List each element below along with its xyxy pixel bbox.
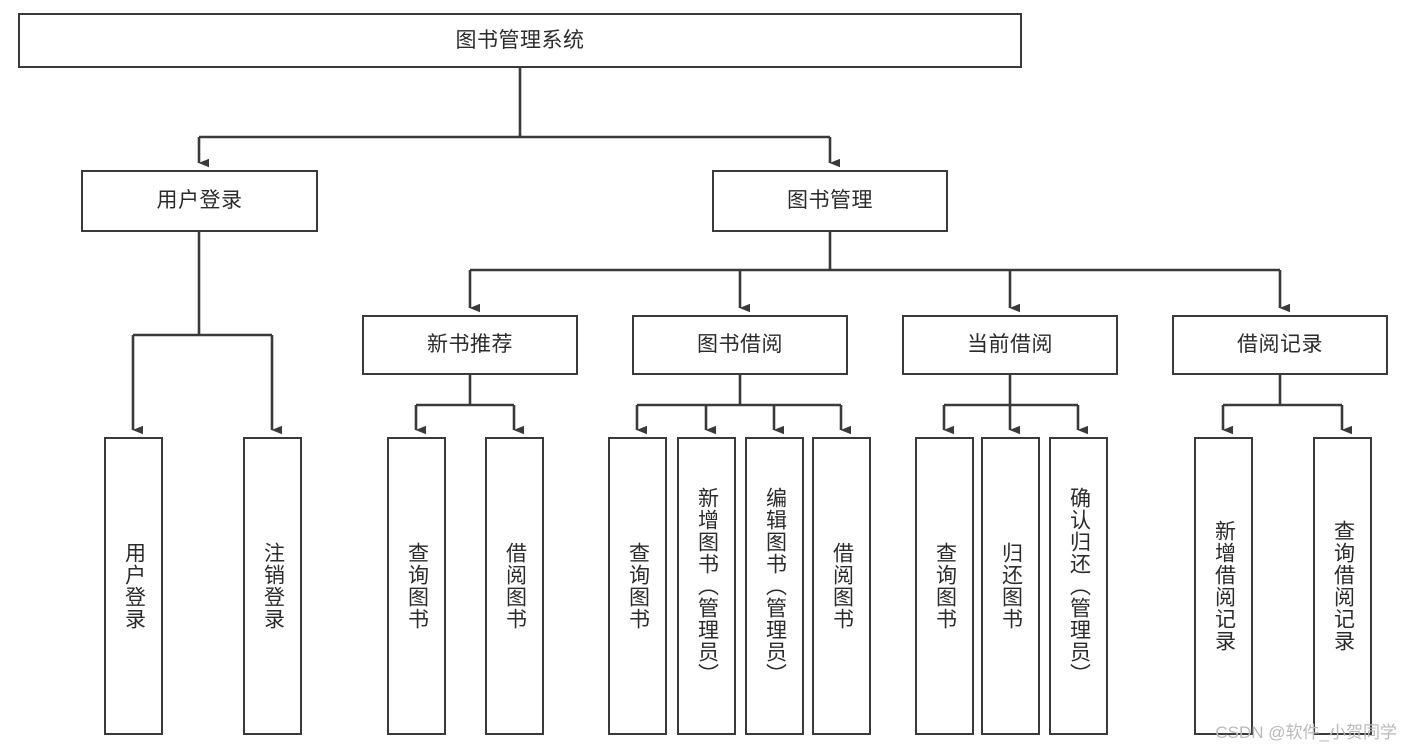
node-label: 注销登录 <box>261 542 285 630</box>
node-label: 新增图书（管理员） <box>695 487 719 685</box>
node-label: 查询图书 <box>626 542 650 630</box>
node-leaf-query-record[interactable]: 查询借阅记录 <box>1313 437 1372 735</box>
node-leaf-user-login[interactable]: 用户登录 <box>104 437 163 735</box>
node-label: 借阅记录 <box>1237 333 1323 357</box>
node-label: 借阅图书 <box>830 542 854 630</box>
node-leaf-query-book-2[interactable]: 查询图书 <box>608 437 667 735</box>
node-label: 图书管理系统 <box>455 28 585 52</box>
node-label: 用户登录 <box>156 189 243 213</box>
node-label: 查询图书 <box>405 542 429 630</box>
connectors-bookmanagement-to-level2 <box>468 232 1290 313</box>
node-label: 图书管理 <box>787 189 873 213</box>
node-root-book-management-system[interactable]: 图书管理系统 <box>18 13 1022 68</box>
node-user-login[interactable]: 用户登录 <box>81 170 318 232</box>
node-leaf-confirm-return[interactable]: 确认归还（管理员） <box>1049 437 1108 735</box>
connectors-currentborrow-to-leaves <box>942 375 1088 435</box>
node-borrow-record[interactable]: 借阅记录 <box>1172 315 1388 375</box>
node-label: 查询图书 <box>933 542 957 630</box>
node-label: 确认归还（管理员） <box>1067 487 1091 685</box>
node-label: 新增借阅记录 <box>1212 520 1236 652</box>
node-new-book-recommend[interactable]: 新书推荐 <box>362 315 578 375</box>
node-label: 用户登录 <box>122 542 146 630</box>
node-label: 借阅图书 <box>503 542 527 630</box>
node-leaf-query-book-1[interactable]: 查询图书 <box>387 437 446 735</box>
node-label: 新书推荐 <box>427 333 513 357</box>
connectors-newbook-to-leaves <box>414 375 524 435</box>
node-leaf-borrow-book-2[interactable]: 借阅图书 <box>812 437 871 735</box>
node-label: 编辑图书（管理员） <box>763 487 787 685</box>
node-book-borrow[interactable]: 图书借阅 <box>632 315 848 375</box>
node-leaf-edit-book[interactable]: 编辑图书（管理员） <box>745 437 804 735</box>
node-leaf-return-book[interactable]: 归还图书 <box>981 437 1040 735</box>
node-leaf-query-book-3[interactable]: 查询图书 <box>915 437 974 735</box>
node-label: 图书借阅 <box>697 333 783 357</box>
node-book-management[interactable]: 图书管理 <box>712 170 948 232</box>
node-label: 查询借阅记录 <box>1331 520 1355 652</box>
node-current-borrow[interactable]: 当前借阅 <box>902 315 1118 375</box>
node-leaf-borrow-book-1[interactable]: 借阅图书 <box>485 437 544 735</box>
node-leaf-add-book[interactable]: 新增图书（管理员） <box>677 437 736 735</box>
connectors-userlogin-to-leaves <box>131 232 282 435</box>
connectors-borrowrecord-to-leaves <box>1221 375 1352 435</box>
node-label: 归还图书 <box>999 542 1023 630</box>
connectors-root-to-level1 <box>197 68 840 168</box>
node-leaf-add-record[interactable]: 新增借阅记录 <box>1194 437 1253 735</box>
node-leaf-user-logout[interactable]: 注销登录 <box>243 437 302 735</box>
connectors-bookborrow-to-leaves <box>635 375 851 435</box>
node-label: 当前借阅 <box>967 333 1053 357</box>
